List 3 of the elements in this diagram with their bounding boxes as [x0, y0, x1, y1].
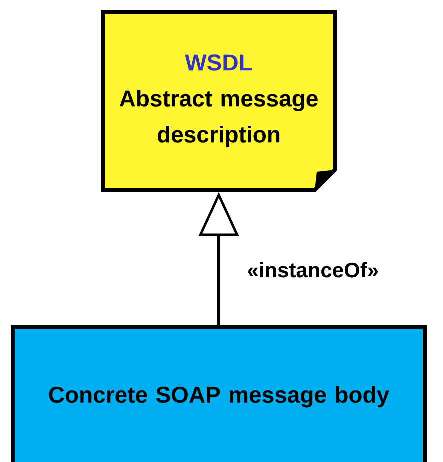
edge-label: «instanceOf»: [248, 262, 378, 278]
process-box: Concrete SOAP message body: [11, 325, 427, 462]
note-box: WSDL Abstract message description: [101, 10, 337, 192]
